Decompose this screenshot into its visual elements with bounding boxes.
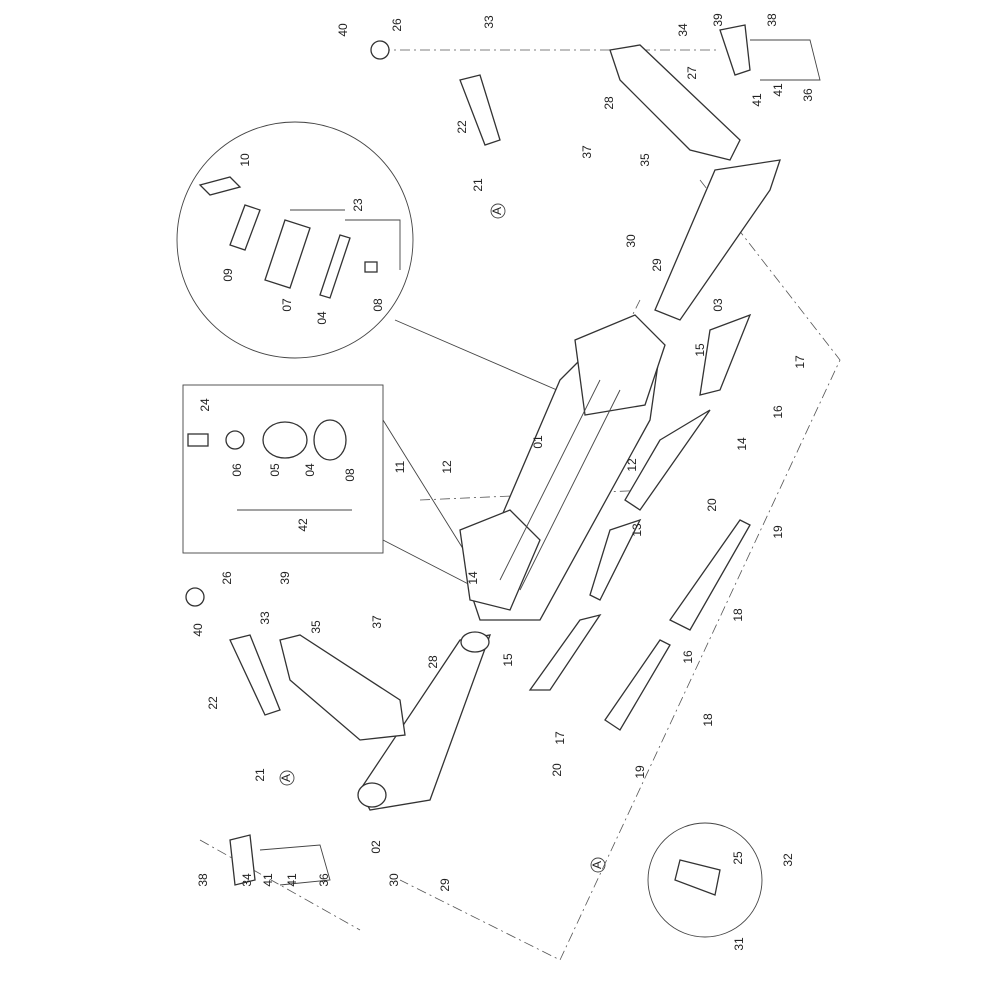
part-label-41: 41 — [261, 873, 275, 887]
part-label-29: 29 — [650, 258, 664, 272]
part-label-38: 38 — [196, 873, 210, 887]
part-label-13: 13 — [630, 523, 644, 537]
callout-marker-circle — [490, 203, 506, 219]
part-label-09: 09 — [221, 268, 235, 282]
part-label-37: 37 — [580, 145, 594, 159]
part-label-35: 35 — [638, 153, 652, 167]
part-label-38: 38 — [765, 13, 779, 27]
part-label-30: 30 — [624, 234, 638, 248]
part-label-20: 20 — [550, 763, 564, 777]
part-label-03: 03 — [711, 298, 725, 312]
part-label-12: 12 — [440, 460, 454, 474]
part-label-19: 19 — [771, 525, 785, 539]
part-label-26: 26 — [220, 571, 234, 585]
part-label-42: 42 — [296, 518, 310, 532]
part-label-14: 14 — [466, 571, 480, 585]
part-label-35: 35 — [309, 620, 323, 634]
part-label-34: 34 — [240, 873, 254, 887]
part-label-39: 39 — [278, 571, 292, 585]
part-label-22: 22 — [455, 120, 469, 134]
detail-box-pivot — [182, 384, 481, 591]
part-label-14: 14 — [735, 437, 749, 451]
part-label-15: 15 — [501, 653, 515, 667]
part-label-20: 20 — [705, 498, 719, 512]
callout-marker-label: A — [590, 861, 604, 869]
part-label-27: 27 — [685, 66, 699, 80]
part-label-05: 05 — [268, 463, 282, 477]
main-frame — [459, 314, 666, 621]
part-label-41: 41 — [750, 93, 764, 107]
part-label-16: 16 — [771, 405, 785, 419]
callout-marker-label: A — [279, 774, 293, 782]
part-label-37: 37 — [370, 615, 384, 629]
part-label-31: 31 — [732, 937, 746, 951]
part-label-06: 06 — [230, 463, 244, 477]
part-label-12: 12 — [625, 458, 639, 472]
part-label-41: 41 — [285, 873, 299, 887]
part-label-07: 07 — [280, 298, 294, 312]
part-label-10: 10 — [238, 153, 252, 167]
part-label-24: 24 — [198, 398, 212, 412]
part-label-29: 29 — [438, 878, 452, 892]
part-label-28: 28 — [602, 96, 616, 110]
part-label-30: 30 — [387, 873, 401, 887]
part-label-04: 04 — [315, 311, 329, 325]
part-label-21: 21 — [471, 178, 485, 192]
part-label-41: 41 — [771, 83, 785, 97]
part-label-15: 15 — [693, 343, 707, 357]
arms — [185, 24, 821, 938]
part-label-39: 39 — [711, 13, 725, 27]
part-label-40: 40 — [336, 23, 350, 37]
detail-circle-bushing — [176, 121, 581, 401]
part-label-32: 32 — [781, 853, 795, 867]
part-label-17: 17 — [793, 355, 807, 369]
part-label-21: 21 — [253, 768, 267, 782]
part-label-04: 04 — [303, 463, 317, 477]
part-label-11: 11 — [393, 460, 407, 473]
part-label-40: 40 — [191, 623, 205, 637]
part-label-08: 08 — [371, 298, 385, 312]
part-label-02: 02 — [369, 840, 383, 854]
callout-marker-label: A — [490, 207, 504, 215]
part-label-33: 33 — [258, 611, 272, 625]
part-label-28: 28 — [426, 655, 440, 669]
part-label-18: 18 — [701, 713, 715, 727]
part-label-36: 36 — [801, 88, 815, 102]
part-label-36: 36 — [317, 873, 331, 887]
part-label-23: 23 — [351, 198, 365, 212]
part-label-18: 18 — [731, 608, 745, 622]
part-label-01: 01 — [531, 435, 545, 449]
part-label-19: 19 — [633, 765, 647, 779]
part-label-22: 22 — [206, 696, 220, 710]
part-label-16: 16 — [681, 650, 695, 664]
part-label-33: 33 — [482, 15, 496, 29]
part-label-17: 17 — [553, 731, 567, 745]
callout-markers: A A A — [279, 203, 606, 873]
callout-marker-circle — [279, 770, 295, 786]
part-label-25: 25 — [731, 851, 745, 865]
part-number-labels: 40 26 33 39 34 38 27 28 41 41 36 22 37 35 21 10 23 09 07 04… — [191, 13, 815, 951]
callout-marker-circle — [590, 857, 606, 873]
part-label-08: 08 — [343, 468, 357, 482]
part-label-26: 26 — [390, 18, 404, 32]
part-label-34: 34 — [676, 23, 690, 37]
